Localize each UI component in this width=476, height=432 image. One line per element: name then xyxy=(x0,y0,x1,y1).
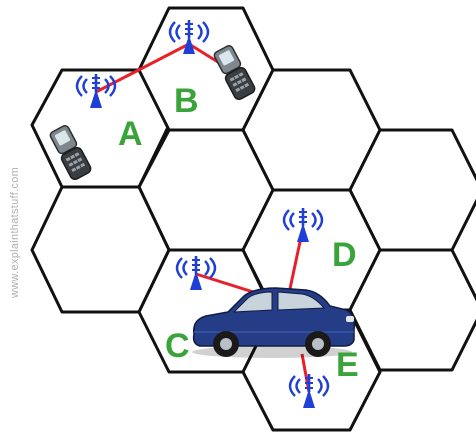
link-phone-a-to-antenna-b xyxy=(95,42,190,94)
cell-label-e: E xyxy=(336,346,359,384)
cell-label-d: D xyxy=(332,236,357,274)
cell-label-c: C xyxy=(165,327,190,365)
car-icon xyxy=(192,287,356,358)
cell-label-b: B xyxy=(174,82,199,120)
watermark: www.explainthatstuff.com xyxy=(9,167,21,299)
cell-label-a: A xyxy=(118,115,143,153)
